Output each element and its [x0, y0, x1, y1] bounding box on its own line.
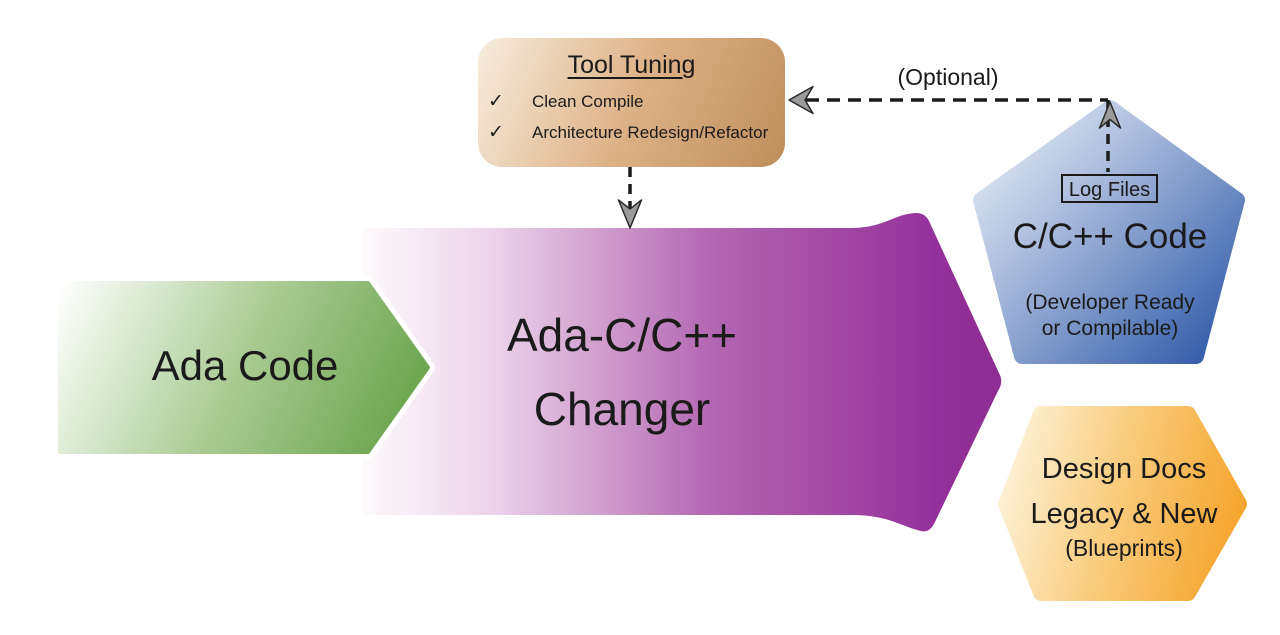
tool-tuning-title: Tool Tuning [567, 51, 696, 79]
design-docs-line1: Design Docs [1041, 453, 1207, 485]
design-docs-line2: Legacy & New [1030, 498, 1218, 530]
checkmark-icon: ✓ [488, 122, 504, 143]
cpp-code-subtitle-line2: or Compilable) [1041, 317, 1179, 340]
log-files-badge: Log Files [1061, 174, 1158, 203]
tool-tuning-item: ✓ Architecture Redesign/Refactor [488, 121, 768, 144]
optional-annotation: (Optional) [897, 64, 999, 90]
arrowhead-up-icon [1098, 101, 1122, 129]
tool-tuning-box [478, 38, 785, 167]
tool-tuning-item: ✓ Clean Compile [488, 90, 644, 113]
design-docs-hexagon [998, 406, 1247, 601]
cpp-code-subtitle: (Developer Ready or Compilable) [985, 290, 1235, 342]
arrowhead-down-icon [617, 199, 643, 229]
changer-label-line2: Changer [533, 383, 711, 435]
ada-code-arrow-shape [58, 281, 430, 454]
arrowhead-left-icon [788, 85, 814, 115]
changer-label-line1: Ada-C/C++ [506, 309, 738, 361]
ada-code-label: Ada Code [151, 342, 339, 389]
cpp-code-title: C/C++ Code [1012, 217, 1208, 256]
cpp-code-pentagon [973, 100, 1245, 364]
tool-tuning-item-label: Architecture Redesign/Refactor [532, 122, 769, 142]
changer-label: Ada-C/C++ Changer [362, 298, 882, 446]
design-docs-line3: (Blueprints) [1065, 535, 1183, 561]
tool-tuning-item-label: Clean Compile [532, 91, 644, 111]
cpp-code-subtitle-line1: (Developer Ready [1025, 291, 1195, 314]
changer-arrow-shape [362, 213, 1002, 532]
checkmark-icon: ✓ [488, 91, 504, 112]
